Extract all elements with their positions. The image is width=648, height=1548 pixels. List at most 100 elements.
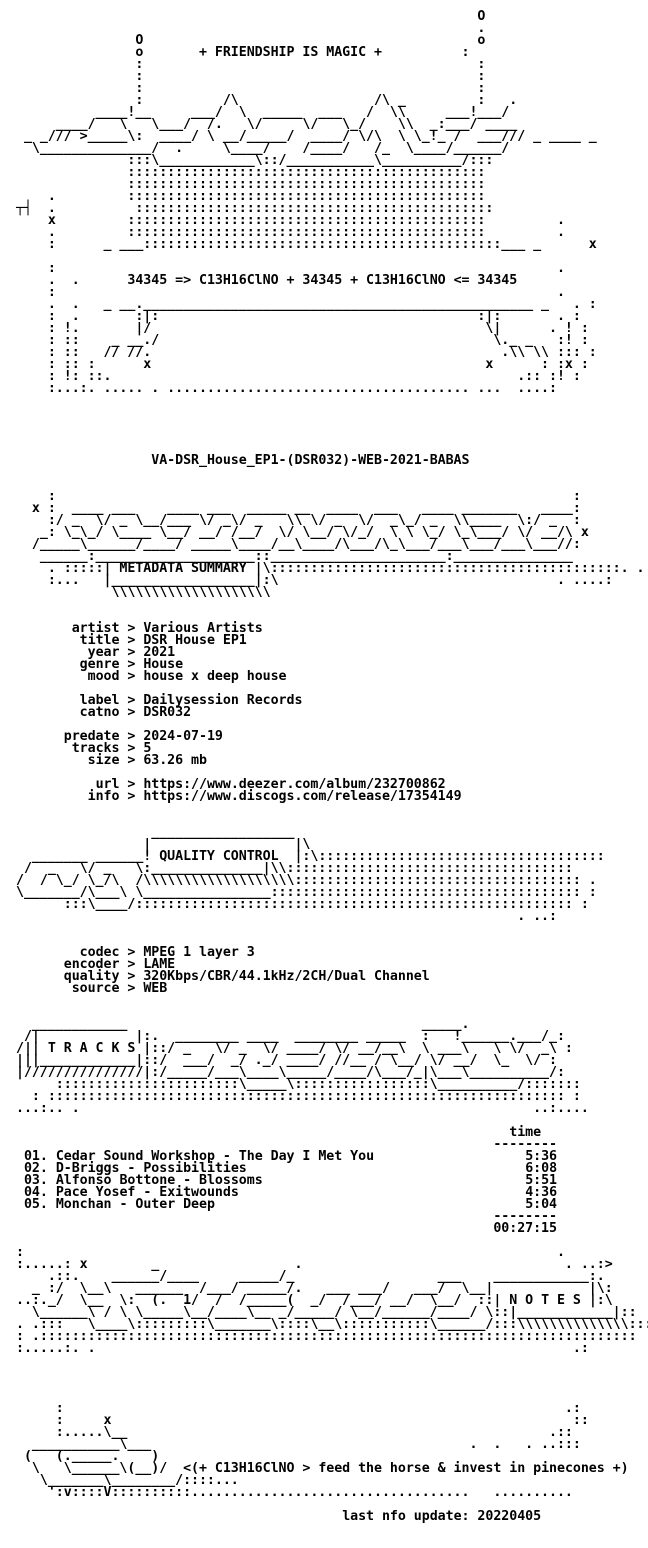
art-line: | |\ [16, 837, 311, 852]
art-line: : ::::::::::::::::::::::::::::::::::::::… [16, 1089, 581, 1104]
quality-title: QUALITY CONTROL [159, 849, 279, 864]
art-line: _ _/// >_____\: ____/ \ __/_____/ ____/ … [16, 129, 597, 144]
art-line: : :: // //. .\\ \\ ::: : [16, 345, 597, 360]
rule-line: -------- [16, 1209, 557, 1224]
art-line: ___________\___ . . . ..::: [16, 1437, 581, 1452]
metadata-row: artist > Various Artists [71, 621, 263, 636]
footer-text-line: \ \______\(__)/ <(+ C13H16ClNO > feed th… [16, 1461, 629, 1476]
motto-line: o + FRIENDSHIP IS MAGIC + : [16, 45, 470, 60]
art-line: _ :/ \__\ ______ /___/ _____/. ___ ___/ … [16, 1281, 613, 1296]
track-row: 02. D-Briggs - Possibilities 6:08 [16, 1161, 558, 1176]
art-line: :::\____________\::/___________\________… [16, 153, 494, 168]
footer-text: <(+ C13H16ClNO > feed the horse & invest… [183, 1461, 629, 1476]
metadata-row: year > 2021 [87, 645, 176, 660]
art-line: ______:____________________::___________… [16, 549, 573, 564]
track-number: 02. [23, 1161, 48, 1176]
track-number: 05. [23, 1197, 48, 1212]
artist-value: Various Artists [143, 621, 263, 636]
art-line: ┬┤ . :::::::::::::::::::::::::::::::::::… [16, 201, 494, 216]
title-value: DSR House EP1 [143, 633, 247, 648]
art-line: . .::: \____\:::::::::\_______\::::\__\:… [16, 1317, 648, 1332]
field-label: year [87, 645, 120, 660]
tracks-value: 5 [143, 741, 152, 756]
art-line: : : [16, 489, 581, 504]
track-time: 4:36 [525, 1185, 558, 1200]
art-line: : : [16, 57, 486, 72]
metadata-row: mood > house x deep house [87, 669, 287, 684]
track-title: Monchan - Outer Deep [55, 1197, 215, 1212]
art-line: : : [16, 69, 486, 84]
field-label: info [87, 789, 120, 804]
track-time: 5:51 [525, 1173, 558, 1188]
art-line: : _ ___:::::::::::::::::::::::::::::::::… [16, 237, 597, 252]
art-line: . ::::::::::::::::::::::::::::::::::::::… [16, 225, 565, 240]
art-line: : .:::::::::::::::::::::::::::::::::::::… [16, 1329, 637, 1344]
field-label: predate [63, 729, 120, 744]
quality-row: codec > MPEG 1 layer 3 [79, 945, 255, 960]
quality-row: quality > 320Kbps/CBR/44.1kHz/2CH/Dual C… [63, 969, 430, 984]
art-line: : !: ::. .:: :! : [16, 369, 581, 384]
art-line: :.....\__ .:: [16, 1425, 573, 1440]
art-line: \\\\\\\\\\\\\\\\\\\\ [16, 585, 271, 600]
encoder-value: LAME [143, 957, 176, 972]
formula: 34345 => C13H16ClNO + 34345 + C13H16ClNO… [127, 273, 518, 288]
art-line: : :: : x x : :x : [16, 357, 589, 372]
rule-line: -------- [16, 1137, 557, 1152]
field-label: genre [79, 657, 120, 672]
track-title: D-Briggs - Possibilities [55, 1161, 247, 1176]
url-link[interactable]: https://www.deezer.com/album/232700862 [143, 777, 446, 792]
art-line: : . [16, 261, 565, 276]
art-line: ::::::::::::::::::::::::::::::::::::::::… [16, 177, 486, 192]
metadata-row: predate > 2024-07-19 [63, 729, 223, 744]
release-name: VA-DSR_House_EP1-(DSR032)-WEB-2021-BABAS [151, 453, 470, 468]
metadata-row: url > https://www.deezer.com/album/23270… [95, 777, 446, 792]
art-line: :::::::::::::::::::::::\_____\::::::::::… [16, 1077, 581, 1092]
metadata-row: size > 63.26 mb [87, 753, 207, 768]
field-label: url [95, 777, 120, 792]
quality-value: 320Kbps/CBR/44.1kHz/2CH/Dual Channel [143, 969, 430, 984]
metadata-row: info > https://www.discogs.com/release/1… [87, 789, 462, 804]
art-line: :.....: x _ . . ..:> [16, 1257, 613, 1272]
metadata-row: genre > House [79, 657, 184, 672]
time-header-line: time [16, 1125, 542, 1140]
track-time: 6:08 [525, 1161, 558, 1176]
art-line: : . [16, 285, 565, 300]
motto: + FRIENDSHIP IS MAGIC + [198, 45, 382, 60]
art-line: :.....:. . .: [16, 1341, 589, 1356]
art-line: ':v::::V::::::::::......................… [16, 1485, 573, 1500]
field-label: codec [79, 945, 120, 960]
art-line: _: \_\_/ \____ \__/ __/ /__/ \/ \__/ \/_… [16, 525, 589, 540]
art-line: \______________/ . \____/ /____/ /_ \___… [16, 141, 510, 156]
field-label: catno [79, 705, 120, 720]
size-value: 63.26 mb [143, 753, 207, 768]
metadata-row: catno > DSR032 [79, 705, 192, 720]
field-label: quality [63, 969, 120, 984]
source-value: WEB [143, 981, 168, 996]
art-line: : !. |/ \| . ! : [16, 321, 589, 336]
art-line: /| |:. ________ ____ ________ _____ : !_… [16, 1029, 565, 1044]
info-link[interactable]: https://www.discogs.com/release/17354149 [143, 789, 462, 804]
field-label: source [71, 981, 120, 996]
track-title: Alfonso Bottone - Blossoms [55, 1173, 263, 1188]
total-time: 00:27:15 [493, 1221, 557, 1236]
art-line: : : [16, 81, 486, 96]
field-label: artist [71, 621, 120, 636]
field-label: label [79, 693, 120, 708]
art-line: : . [16, 1245, 565, 1260]
track-number: 03. [23, 1173, 48, 1188]
track-time: 5:04 [525, 1197, 558, 1212]
art-line: ____________ _____. [16, 1017, 573, 1032]
notes-title: N O T E S [509, 1293, 581, 1308]
track-row: 04. Pace Yosef - Exitwounds 4:36 [16, 1185, 558, 1200]
art-line: \_______\________/::::... [16, 1473, 239, 1488]
art-line: ( (._____. ) [16, 1449, 160, 1464]
field-label: tracks [71, 741, 120, 756]
art-line: /_____\______/____/ _____\____/__\____/\… [16, 537, 581, 552]
art-line: .::. ______/____ _____/_ ___ ___________… [16, 1269, 605, 1284]
art-line: . . _ __._______________________________… [16, 297, 597, 312]
notes-title-line: ..:._/ \__ \: (. 1/ / /_____( _/ /___/ _… [16, 1293, 613, 1308]
time-header: time [509, 1125, 542, 1140]
track-number: 04. [23, 1185, 48, 1200]
art-line: O o [16, 33, 486, 48]
